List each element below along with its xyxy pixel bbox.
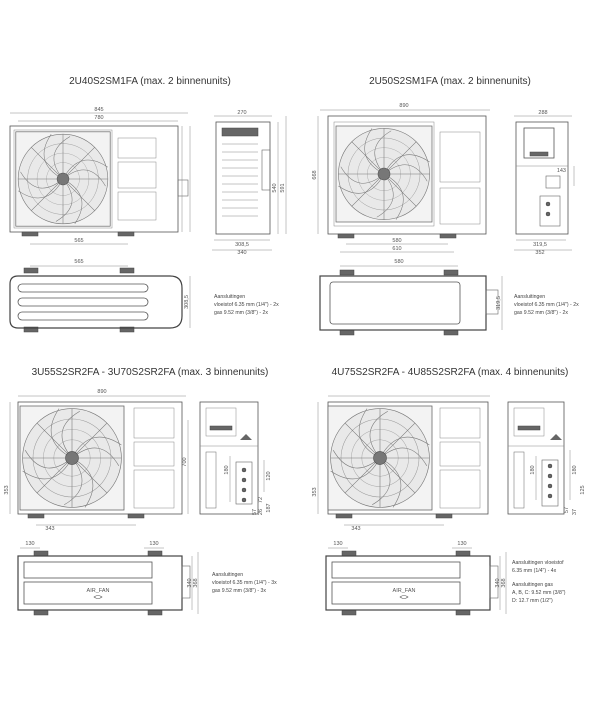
- connections-note: Aansluitingen vloeistof 6.35 mm (1/4") -…: [212, 572, 277, 594]
- note-line-1: Aansluitingen: [214, 294, 245, 300]
- note-line-2: 6.35 mm (1/4") - 4x: [512, 568, 557, 574]
- note-line-3: gas 9.52 mm (3/8") - 2x: [214, 310, 268, 316]
- dim-top-depth: 319,5: [496, 296, 502, 310]
- panel-2u40: 2U40S2SM1FA (max. 2 binnenunits) 845 780…: [9, 76, 287, 333]
- side-view: 288 143 319,5 352: [514, 110, 575, 256]
- dim-overall-width: 890: [97, 389, 106, 395]
- note-line-2: vloeistof 6.35 mm (1/4") - 2x: [514, 302, 579, 308]
- panel-2u50: 2U50S2SM1FA (max. 2 binnenunits) 890 668…: [312, 76, 579, 336]
- top-view: 130 130 AIR_FAN 340 368: [17, 541, 199, 616]
- dim-side-bottom1: 319,5: [533, 242, 547, 248]
- dim-top-d1: 340: [495, 578, 501, 587]
- note-line-1: Aansluitingen vloeistof: [512, 560, 564, 566]
- dim-top-w2: 130: [149, 541, 158, 547]
- air-fan-label: AIR_FAN: [87, 588, 110, 594]
- connections-note: Aansluitingen vloeistof 6.35 mm (1/4") -…: [214, 294, 279, 316]
- dim-side-h1: 540: [272, 183, 278, 192]
- top-view: 565 308,5: [9, 259, 191, 333]
- note-line-5: D: 12.7 mm (1/2"): [512, 598, 553, 604]
- panel-title: 2U40S2SM1FA (max. 2 binnenunits): [69, 76, 231, 87]
- dim-top-w1: 130: [25, 541, 34, 547]
- dim-overall-width: 890: [399, 103, 408, 109]
- dim-side-v5: 26: [258, 509, 264, 515]
- dim-side-top: 270: [237, 110, 246, 116]
- dim-bottom1: 580: [392, 238, 401, 244]
- dim-height: 353: [312, 487, 318, 496]
- dim-height: 668: [312, 170, 318, 179]
- side-view: 270 540 591 308,5 340: [212, 110, 287, 256]
- dim-top-width: 580: [394, 259, 403, 265]
- front-view: 890 353 700 343: [4, 389, 189, 532]
- dim-side-bottom2: 352: [535, 250, 544, 256]
- note-line-2: vloeistof 6.35 mm (1/4") - 3x: [212, 580, 277, 586]
- dim-side-bottom1: 308,5: [235, 242, 249, 248]
- side-view: 180 120 72 57 26 187: [199, 401, 272, 515]
- note-line-3: gas 9.52 mm (3/8") - 3x: [212, 588, 266, 594]
- dim-side-v4: 57: [564, 507, 570, 513]
- dim-side-v3: 72: [258, 497, 264, 503]
- dim-side-v1: 180: [530, 465, 536, 474]
- dim-height: 353: [4, 485, 10, 494]
- dim-foot-spacing: 343: [45, 526, 54, 532]
- dim-bottom2: 610: [392, 246, 401, 252]
- note-line-4: A, B, C: 9.52 mm (3/8"): [512, 590, 566, 596]
- dim-side-v2: 120: [266, 471, 272, 480]
- front-view: 353 343: [312, 395, 490, 532]
- note-line-1: Aansluitingen: [514, 294, 545, 300]
- panel-4u75: 4U75S2SR2FA - 4U85S2SR2FA (max. 4 binnen…: [312, 367, 586, 616]
- air-fan-label: AIR_FAN: [393, 588, 416, 594]
- dim-height2: 700: [182, 457, 188, 466]
- side-view: 180 180 125 57 37: [507, 401, 586, 515]
- dim-top-d1: 340: [187, 578, 193, 587]
- panel-title: 3U55S2SR2FA - 3U70S2SR2FA (max. 3 binnen…: [32, 367, 269, 378]
- front-view: 890 668 580 610: [312, 103, 490, 253]
- dim-top-depth: 308,5: [184, 295, 190, 309]
- dim-side-bottom2: 340: [237, 250, 246, 256]
- dim-top-w2: 130: [457, 541, 466, 547]
- dim-foot-spacing: 565: [74, 238, 83, 244]
- panel-3u55: 3U55S2SR2FA - 3U70S2SR2FA (max. 3 binnen…: [4, 367, 277, 616]
- top-view: 130 130 AIR_FAN 340 368: [325, 541, 507, 616]
- top-view: 580 319,5: [319, 259, 503, 336]
- dim-top-width: 565: [74, 259, 83, 265]
- dim-side-v1: 180: [224, 465, 230, 474]
- dim-overall-width: 845: [94, 107, 103, 113]
- dim-side-v4: 57: [252, 509, 258, 515]
- note-line-3: gas 9.52 mm (3/8") - 2x: [514, 310, 568, 316]
- dim-top-w1: 130: [333, 541, 342, 547]
- dim-inner-width: 780: [94, 115, 103, 121]
- dim-side-v6: 187: [266, 503, 272, 512]
- connections-note: Aansluitingen vloeistof 6.35 mm (1/4") -…: [512, 560, 566, 604]
- note-line-2: vloeistof 6.35 mm (1/4") - 2x: [214, 302, 279, 308]
- dim-top-d2: 368: [193, 578, 199, 587]
- note-line-3: Aansluitingen gas: [512, 582, 553, 588]
- dim-side-v3: 125: [580, 485, 586, 494]
- dim-foot-spacing: 343: [351, 526, 360, 532]
- dim-side-h2: 591: [280, 183, 286, 192]
- panel-title: 4U75S2SR2FA - 4U85S2SR2FA (max. 4 binnen…: [332, 367, 569, 378]
- dim-side-v2: 180: [572, 465, 578, 474]
- note-line-1: Aansluitingen: [212, 572, 243, 578]
- front-view: 845 780 565: [9, 107, 191, 245]
- connections-note: Aansluitingen vloeistof 6.35 mm (1/4") -…: [514, 294, 579, 316]
- dim-side-v5: 37: [572, 509, 578, 515]
- panel-title: 2U50S2SM1FA (max. 2 binnenunits): [369, 76, 531, 87]
- dim-top-d2: 368: [501, 578, 507, 587]
- dim-side-top: 288: [538, 110, 547, 116]
- dim-side-mid: 143: [557, 168, 566, 174]
